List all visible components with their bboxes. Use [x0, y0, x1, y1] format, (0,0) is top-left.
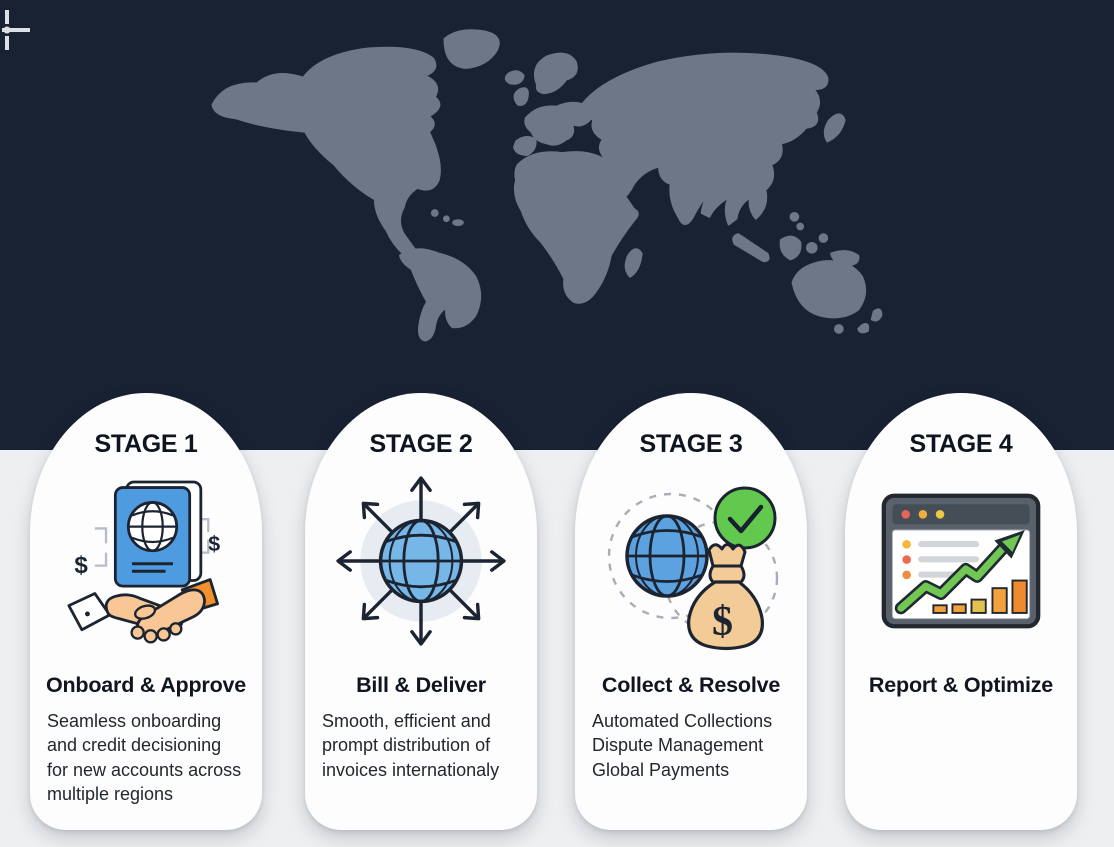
stage-3-description: Automated Collections Dispute Management… [592, 711, 773, 780]
stage-1-icon-wrap: $ $ [30, 461, 262, 661]
stage-4-title: Report & Optimize [868, 673, 1054, 697]
stage-4-label: STAGE 4 [909, 430, 1013, 458]
globe-check-moneybag-icon: $ [607, 486, 779, 651]
stage-2-label: STAGE 2 [369, 430, 473, 458]
svg-text:$: $ [712, 599, 733, 645]
stage-card-4: STAGE 4 [845, 393, 1077, 830]
stage-2-title: Bill & Deliver [356, 673, 486, 697]
stage-1-title: Onboard & Approve [45, 673, 247, 697]
svg-text:$: $ [208, 532, 220, 556]
world-map-silhouette [211, 29, 883, 342]
stage-3-title: Collect & Resolve [601, 673, 781, 697]
svg-text:$: $ [74, 552, 88, 579]
stage-1-description: Seamless onboarding and credit decisioni… [47, 711, 242, 805]
stage-1-label: STAGE 1 [94, 430, 198, 458]
stage-card-3: STAGE 3 $ [575, 393, 807, 830]
stage-card-2: STAGE 2 [305, 393, 537, 830]
stage-2-icon-wrap [305, 461, 537, 661]
crosshair-cursor-artifact [2, 10, 30, 50]
passport-handshake-icon: $ $ [67, 480, 220, 644]
stage-4-icon-wrap [845, 461, 1077, 661]
stage-2-description: Smooth, efficient and prompt distributio… [322, 711, 500, 780]
globe-distribution-arrows-icon [336, 476, 506, 646]
stage-3-label: STAGE 3 [639, 430, 743, 458]
hero-band [0, 0, 1114, 450]
stage-3-icon-wrap: $ [575, 461, 807, 661]
stage-card-1: STAGE 1 [30, 393, 262, 830]
analytics-dashboard-icon [881, 493, 1041, 629]
